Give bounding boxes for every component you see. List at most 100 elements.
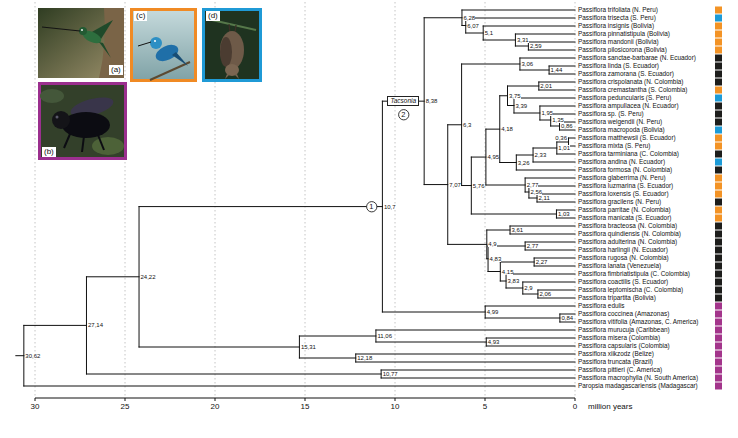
branch — [466, 18, 575, 19]
taxon-label: Passiflora macrophylla (N. South America… — [578, 375, 698, 381]
node-age: 2,33 — [535, 152, 547, 158]
axis-tick-label: 5 — [483, 403, 487, 411]
photo-sword-billed-hummingbird-part — [99, 42, 111, 58]
branch — [540, 120, 551, 121]
photo-sword-billed-hummingbird-part — [42, 27, 80, 31]
taxon-label: Passiflora truncata (Brazil) — [578, 359, 653, 365]
node-age: 2,77 — [527, 243, 539, 249]
node-age: 2,11 — [539, 195, 550, 201]
taxon-label: Passiflora tarminiana (C. Colombia) — [578, 151, 679, 157]
region-square — [715, 367, 722, 374]
photo-bat-part — [204, 10, 261, 81]
branch — [86, 276, 139, 277]
branch — [506, 274, 575, 275]
branch — [557, 154, 575, 155]
axis-tick-mark — [305, 398, 306, 401]
photo-bat-part — [212, 20, 256, 30]
branch — [508, 86, 539, 87]
photo-carpenter-bee-part — [56, 116, 59, 119]
node-age: 15,31 — [301, 344, 316, 350]
taxon-label: Passiflora coactilis (S. Ecuador) — [578, 279, 668, 285]
node-age: 3,75 — [509, 93, 521, 99]
branch — [533, 162, 575, 163]
branch — [514, 98, 575, 99]
region-square — [715, 199, 722, 206]
clade-name-text: Tacsonia — [390, 98, 416, 105]
photo-carpenter-bee — [40, 84, 126, 159]
branch — [516, 155, 533, 156]
taxon-label: Passiflora adulterina (N. Colombia) — [578, 239, 677, 245]
branch — [500, 262, 534, 263]
taxon-label: Passiflora matthewsii (S. Ecuador) — [578, 135, 676, 141]
branch — [556, 218, 575, 219]
clade-number-text: 2 — [401, 111, 405, 119]
node-age: 2,01 — [540, 83, 552, 89]
axis-tick-mark — [395, 398, 396, 401]
branch — [485, 306, 575, 307]
photo-hummingbird-part — [132, 10, 196, 81]
photo-hummingbird-part — [150, 62, 190, 80]
region-square — [715, 383, 722, 390]
branch — [500, 95, 508, 96]
node-age: 11,06 — [377, 333, 392, 339]
node-age: 3,61 — [512, 227, 524, 233]
branch — [356, 362, 575, 363]
branch — [424, 184, 448, 185]
branch — [538, 298, 575, 299]
photo-hummingbird-part — [154, 40, 156, 42]
region-square — [715, 247, 722, 254]
node-age: 10,7 — [384, 204, 396, 210]
branch — [549, 74, 575, 75]
region-square — [715, 159, 722, 166]
branch — [508, 105, 514, 106]
taxon-label: Passiflora luzmarina (S. Ecuador) — [578, 183, 673, 189]
branch — [537, 202, 575, 203]
node-age: 3,83 — [508, 278, 520, 284]
branch — [515, 34, 575, 35]
taxon-label: Passiflora xiikzodz (Belize) — [578, 351, 654, 357]
clade-number-text: 1 — [369, 203, 373, 211]
branch — [525, 178, 575, 179]
branch — [488, 246, 489, 272]
grid-line — [575, 2, 576, 398]
region-square — [715, 191, 722, 198]
region-square — [715, 167, 722, 174]
axis-tick-label: 15 — [301, 403, 310, 411]
photo-carpenter-bee-part — [98, 135, 104, 150]
photo-carpenter-bee-part — [92, 137, 124, 155]
branch — [381, 378, 575, 379]
branch — [485, 318, 560, 319]
branch — [486, 338, 575, 339]
taxon-label: Passiflora tripartita (Bolivia) — [578, 295, 656, 301]
region-square — [715, 63, 722, 70]
node-age: 0,86 — [561, 123, 573, 129]
photo-sword-billed-hummingbird-part — [79, 27, 87, 35]
axis-tick-mark — [125, 398, 126, 401]
branch — [483, 40, 515, 41]
taxon-label: Passiflora loxensis (S. Ecuador) — [578, 191, 669, 197]
photo-bat-part — [220, 31, 244, 69]
taxon-label: Passiflora trisecta (S. Peru) — [578, 15, 656, 21]
node-age: 2,06 — [539, 291, 551, 297]
node-age: 4,18 — [501, 126, 513, 132]
photo-bat — [204, 10, 261, 81]
taxon-label: Passiflora ampullacea (N. Ecuador) — [578, 103, 679, 109]
node-age: 0,36 — [555, 135, 567, 141]
taxon-label: Passiflora parritae (N. Colombia) — [578, 207, 671, 213]
taxon-label: Passiflora linda (S. Ecuador) — [578, 63, 659, 69]
region-squares — [715, 7, 722, 390]
axis-tick-mark — [215, 398, 216, 401]
taxon-label: Passiflora crispolanata (N. Colombia) — [578, 79, 684, 85]
node-age: 7,07 — [449, 182, 461, 188]
region-square — [715, 319, 722, 326]
photo-sword-billed-hummingbird-part — [38, 8, 124, 78]
branch — [466, 33, 483, 34]
photo-hummingbird-part — [172, 52, 188, 66]
branch — [523, 294, 538, 295]
region-square — [715, 71, 722, 78]
taxon-label: Passiflora cremastantha (S. Colombia) — [578, 87, 687, 93]
region-square — [715, 207, 722, 214]
region-square — [715, 135, 722, 142]
branch — [500, 162, 517, 163]
